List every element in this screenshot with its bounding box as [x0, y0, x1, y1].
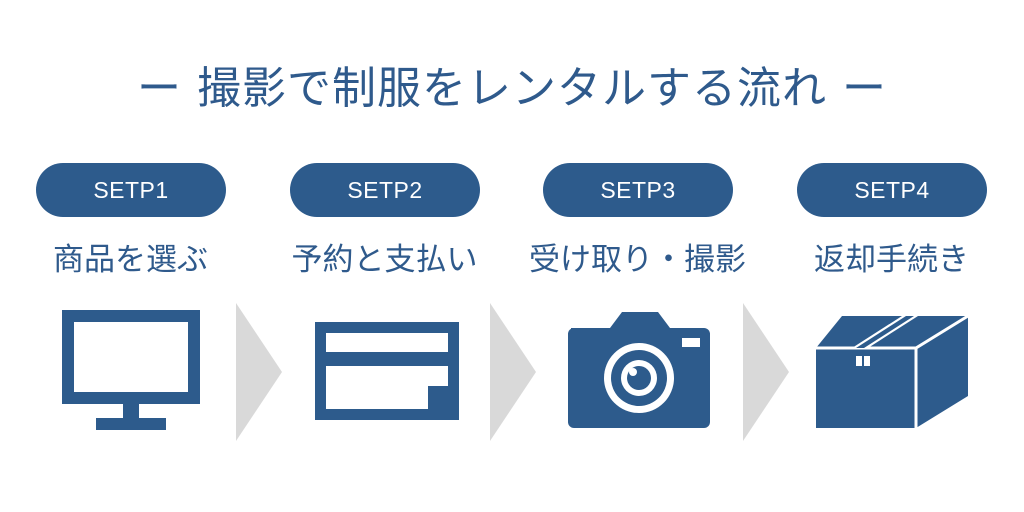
chevron-right-icon — [743, 303, 789, 441]
chevron-right-icon — [490, 303, 536, 441]
step-2-badge: SETP2 — [290, 163, 480, 217]
box-icon — [816, 314, 969, 428]
step-3-label: 受け取り・撮影 — [529, 241, 746, 278]
step-1-label: 商品を選ぶ — [53, 241, 208, 278]
page-title: ー 撮影で制服をレンタルする流れ ー — [137, 63, 887, 114]
camera-icon — [568, 312, 710, 428]
step-4-label: 返却手続き — [814, 241, 969, 278]
step-1-badge: SETP1 — [36, 163, 226, 217]
step-2-label: 予約と支払い — [291, 241, 478, 278]
step-4-badge: SETP4 — [797, 163, 987, 217]
credit-card-icon — [315, 322, 459, 420]
monitor-icon — [62, 310, 200, 430]
chevron-right-icon — [236, 303, 282, 441]
step-3-badge: SETP3 — [543, 163, 733, 217]
